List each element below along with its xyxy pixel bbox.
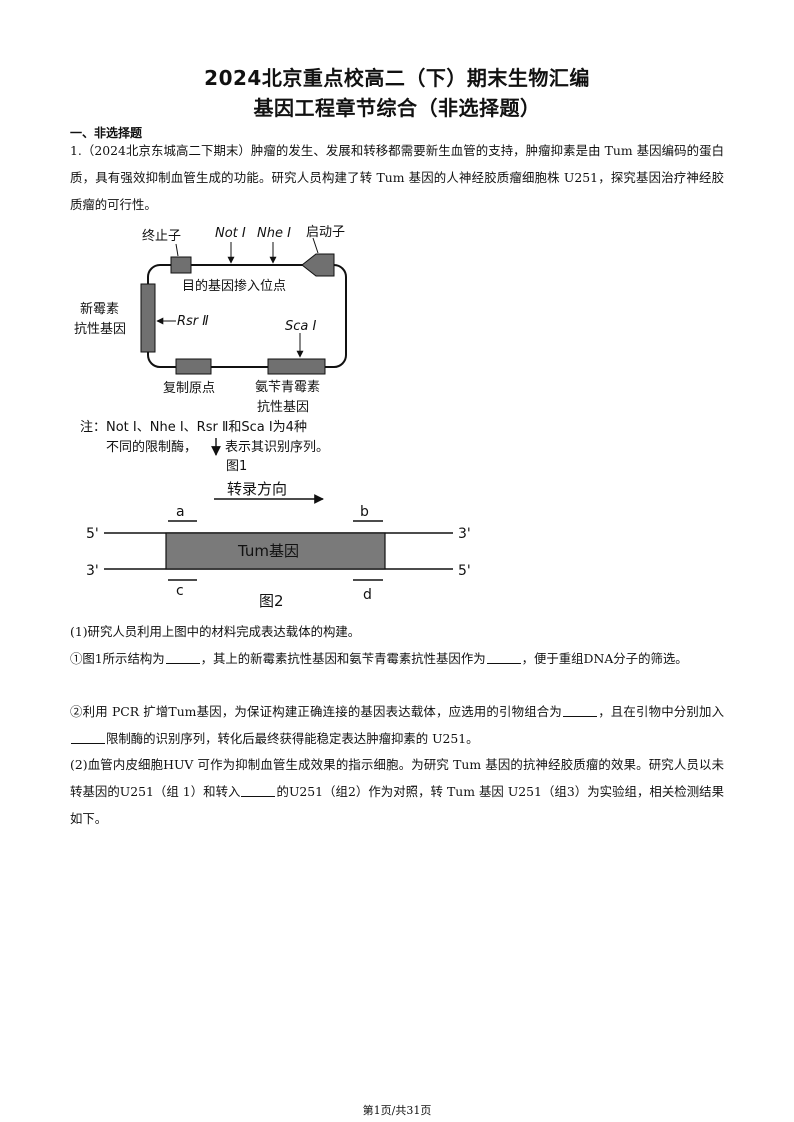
origin-label: 复制原点	[163, 381, 215, 396]
document-title: 2024北京重点校高二（下）期末生物汇编	[204, 66, 590, 90]
neomycin-gene-block	[140, 283, 156, 353]
plasmid-diagram: 终止子 Not Ⅰ Nhe Ⅰ 启动子 目的基因掺入位点 新霉素 抗性基因 Rs…	[74, 225, 347, 474]
neomycin-label-1: 新霉素	[80, 301, 119, 317]
figure1-note-line2-end: 表示其识别序列。	[225, 440, 329, 455]
answer-blank-5[interactable]	[241, 784, 276, 797]
rsr2-label: Rsr Ⅱ	[177, 314, 209, 329]
bottom-right-end: 5'	[458, 563, 471, 579]
primer-c-label: c	[176, 583, 184, 599]
primer-d-label: d	[363, 587, 372, 603]
answer-blank-4[interactable]	[71, 731, 105, 744]
top-left-end: 5'	[86, 526, 99, 542]
answer-blank-2[interactable]	[486, 651, 521, 664]
terminator-block	[170, 256, 192, 274]
top-right-end: 3'	[458, 526, 471, 542]
terminator-leader	[175, 243, 179, 257]
nhe1-label: Nhe Ⅰ	[257, 226, 291, 241]
neomycin-label-2: 抗性基因	[74, 322, 126, 337]
page-footer: 第1页/共31页	[362, 1104, 432, 1117]
promoter-label: 启动子	[306, 225, 345, 240]
tum-gene-diagram: 转录方向 a b Tum基因 5' 3' 3' 5' c d 图2	[86, 480, 471, 610]
question-part2: (2)血管内皮细胞HUV 可作为抑制血管生成效果的指示细胞。为研究 Tum 基因…	[70, 757, 724, 826]
question-part1-a: ①图1所示结构为，其上的新霉素抗性基因和氨苄青霉素抗性基因作为，便于重组DNA分…	[70, 651, 688, 666]
figure1-caption: 图1	[226, 459, 247, 474]
question-part1-heading: (1)研究人员利用上图中的材料完成表达载体的构建。	[70, 624, 361, 639]
question-intro: 1.（2024北京东城高二下期末）肿瘤的发生、发展和转移都需要新生血管的支持，肿…	[70, 143, 724, 212]
transcription-direction-label: 转录方向	[227, 480, 287, 498]
document-subtitle: 基因工程章节综合（非选择题）	[253, 96, 541, 120]
bottom-left-end: 3'	[86, 563, 99, 579]
figure1-note-line1: 注：Not Ⅰ、Nhe Ⅰ、Rsr Ⅱ和Sca Ⅰ为4种	[80, 420, 307, 435]
not1-label: Not Ⅰ	[215, 226, 246, 241]
sca1-label: Sca Ⅰ	[285, 319, 316, 334]
question-part1-b: ②利用 PCR 扩增Tum基因，为保证构建正确连接的基因表达载体，应选用的引物组…	[70, 704, 724, 746]
answer-blank-1[interactable]	[165, 651, 200, 664]
insert-site-label: 目的基因掺入位点	[182, 278, 286, 294]
promoter-arrow	[301, 253, 335, 277]
ampicillin-label-2: 抗性基因	[257, 400, 309, 415]
primer-a-label: a	[176, 504, 185, 520]
tum-gene-block	[165, 532, 386, 570]
figure2-caption: 图2	[259, 592, 284, 610]
primer-b-label: b	[360, 504, 369, 520]
tum-gene-label: Tum基因	[237, 542, 299, 560]
figure1-note-line2-start: 不同的限制酶，	[106, 439, 197, 455]
section-heading: 一、非选择题	[70, 126, 143, 140]
ampicillin-gene-block	[267, 358, 326, 375]
answer-blank-3[interactable]	[563, 704, 597, 717]
terminator-label: 终止子	[142, 228, 181, 244]
promoter-leader	[312, 237, 319, 254]
origin-block	[175, 358, 212, 375]
ampicillin-label-1: 氨苄青霉素	[255, 380, 320, 395]
